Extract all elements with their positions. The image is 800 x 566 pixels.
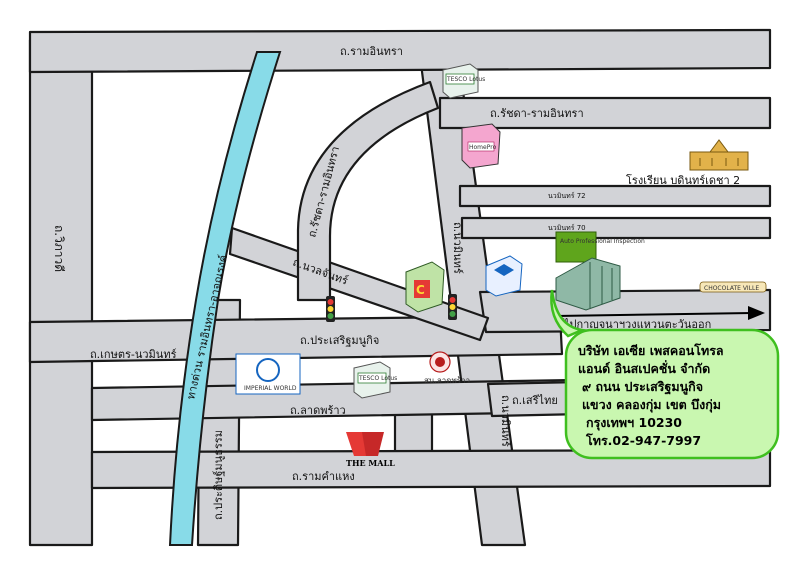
svg-text:TESCO Lotus: TESCO Lotus <box>358 375 397 382</box>
label-ramkhamhaeng: ถ.รามคำแหง <box>292 470 355 483</box>
label-kaset-nawamin: ถ.เกษตร-นวมินทร์ <box>90 348 177 361</box>
company-info-box: บริษัท เอเซีย เพสคอนโทรล แอนด์ อินสเปคชั… <box>550 289 780 460</box>
label-pradit-manutham: ถ.ประดิษฐ์มนูธรรม <box>212 430 225 520</box>
info-line-district: แขวง คลองกุ่ม เขต บึงกุ่ม <box>582 397 721 413</box>
svg-text:IMPERIAL WORLD: IMPERIAL WORLD <box>244 385 297 392</box>
tesco-lotus-bottom: TESCO Lotus <box>353 361 397 399</box>
road-ramkhamhaeng <box>90 448 772 490</box>
road-ramintra <box>28 28 772 74</box>
label-nawamin: ถ.นวมินทร์ <box>451 222 464 274</box>
road-nawamin-72 <box>458 184 772 208</box>
auto-inspection-sign: Auto Professional Inspection <box>555 231 645 263</box>
label-prasert-manukit: ถ.ประเสริฐมนูกิจ <box>300 334 379 347</box>
road-kaset-nawamin <box>28 314 564 364</box>
carrefour-building: carrefour C <box>405 261 445 313</box>
label-lat-phrao: ถ.ลาดพร้าว <box>290 404 346 417</box>
svg-text:HomePro: HomePro <box>469 144 497 151</box>
label-nawamin-lower: ถ.นวมินทร์ <box>499 395 512 447</box>
road-ratchada-ramintra-top <box>438 96 772 130</box>
tesco-lotus-top: TESCO Lotus <box>442 63 485 99</box>
label-ratchada-ramintra-top: ถ.รัชดา-รามอินทรา <box>490 107 584 120</box>
info-line-company-2: แอนด์ อินสเปคชั่น จำกัด <box>578 360 710 376</box>
label-direction: ไปกาญจนาฯวงแหวนตะวันออก <box>563 318 711 331</box>
svg-text:CHOCOLATE VILLE: CHOCOLATE VILLE <box>704 285 759 292</box>
label-school: โรงเรียน บดินทร์เดชา 2 <box>626 173 740 187</box>
label-seri-thai: ถ.เสรีไทย <box>512 394 558 407</box>
label-nawamin-70: นวมินทร์ 70 <box>548 224 586 232</box>
expressway <box>168 51 282 546</box>
info-line-phone: โทร.02-947-7997 <box>585 433 701 448</box>
label-police-station: สน.ลาดพร้าว <box>424 376 470 385</box>
police-station-emblem <box>429 351 451 373</box>
svg-text:C: C <box>416 283 425 297</box>
traffic-light-left <box>326 296 335 322</box>
label-ramintra: ถ.รามอินทรา <box>340 45 403 58</box>
bank-building <box>485 255 523 297</box>
svg-text:TESCO Lotus: TESCO Lotus <box>446 76 485 83</box>
road-nuanchan <box>228 226 490 342</box>
school-building <box>689 139 749 171</box>
label-vibhavadi: ถ.วิภาวดี <box>52 225 66 272</box>
direction-arrow <box>555 306 765 320</box>
info-line-address: ๙ ถนน ประเสริฐมนูกิจ <box>582 379 703 395</box>
info-line-company: บริษัท เอเซีย เพสคอนโทรล <box>578 343 724 358</box>
road-ratchada-ramintra-curve <box>296 80 440 302</box>
office-building <box>555 257 621 311</box>
the-mall-logo: THE MALL <box>346 432 395 468</box>
svg-text:THE MALL: THE MALL <box>346 458 395 468</box>
svg-text:Auto Professional Inspection: Auto Professional Inspection <box>560 238 645 245</box>
traffic-light-right <box>448 294 457 320</box>
chocolate-ville-sign: CHOCOLATE VILLE <box>699 281 767 293</box>
road-nawamin-70 <box>460 216 772 240</box>
road-vibhavadi <box>28 38 94 547</box>
imperial-world-logo: IMPERIAL WORLD <box>235 353 301 395</box>
info-line-city: กรุงเทพฯ 10230 <box>586 415 682 431</box>
label-nawamin-72: นวมินทร์ 72 <box>548 192 586 200</box>
homepro-building: HomePro <box>461 123 501 169</box>
